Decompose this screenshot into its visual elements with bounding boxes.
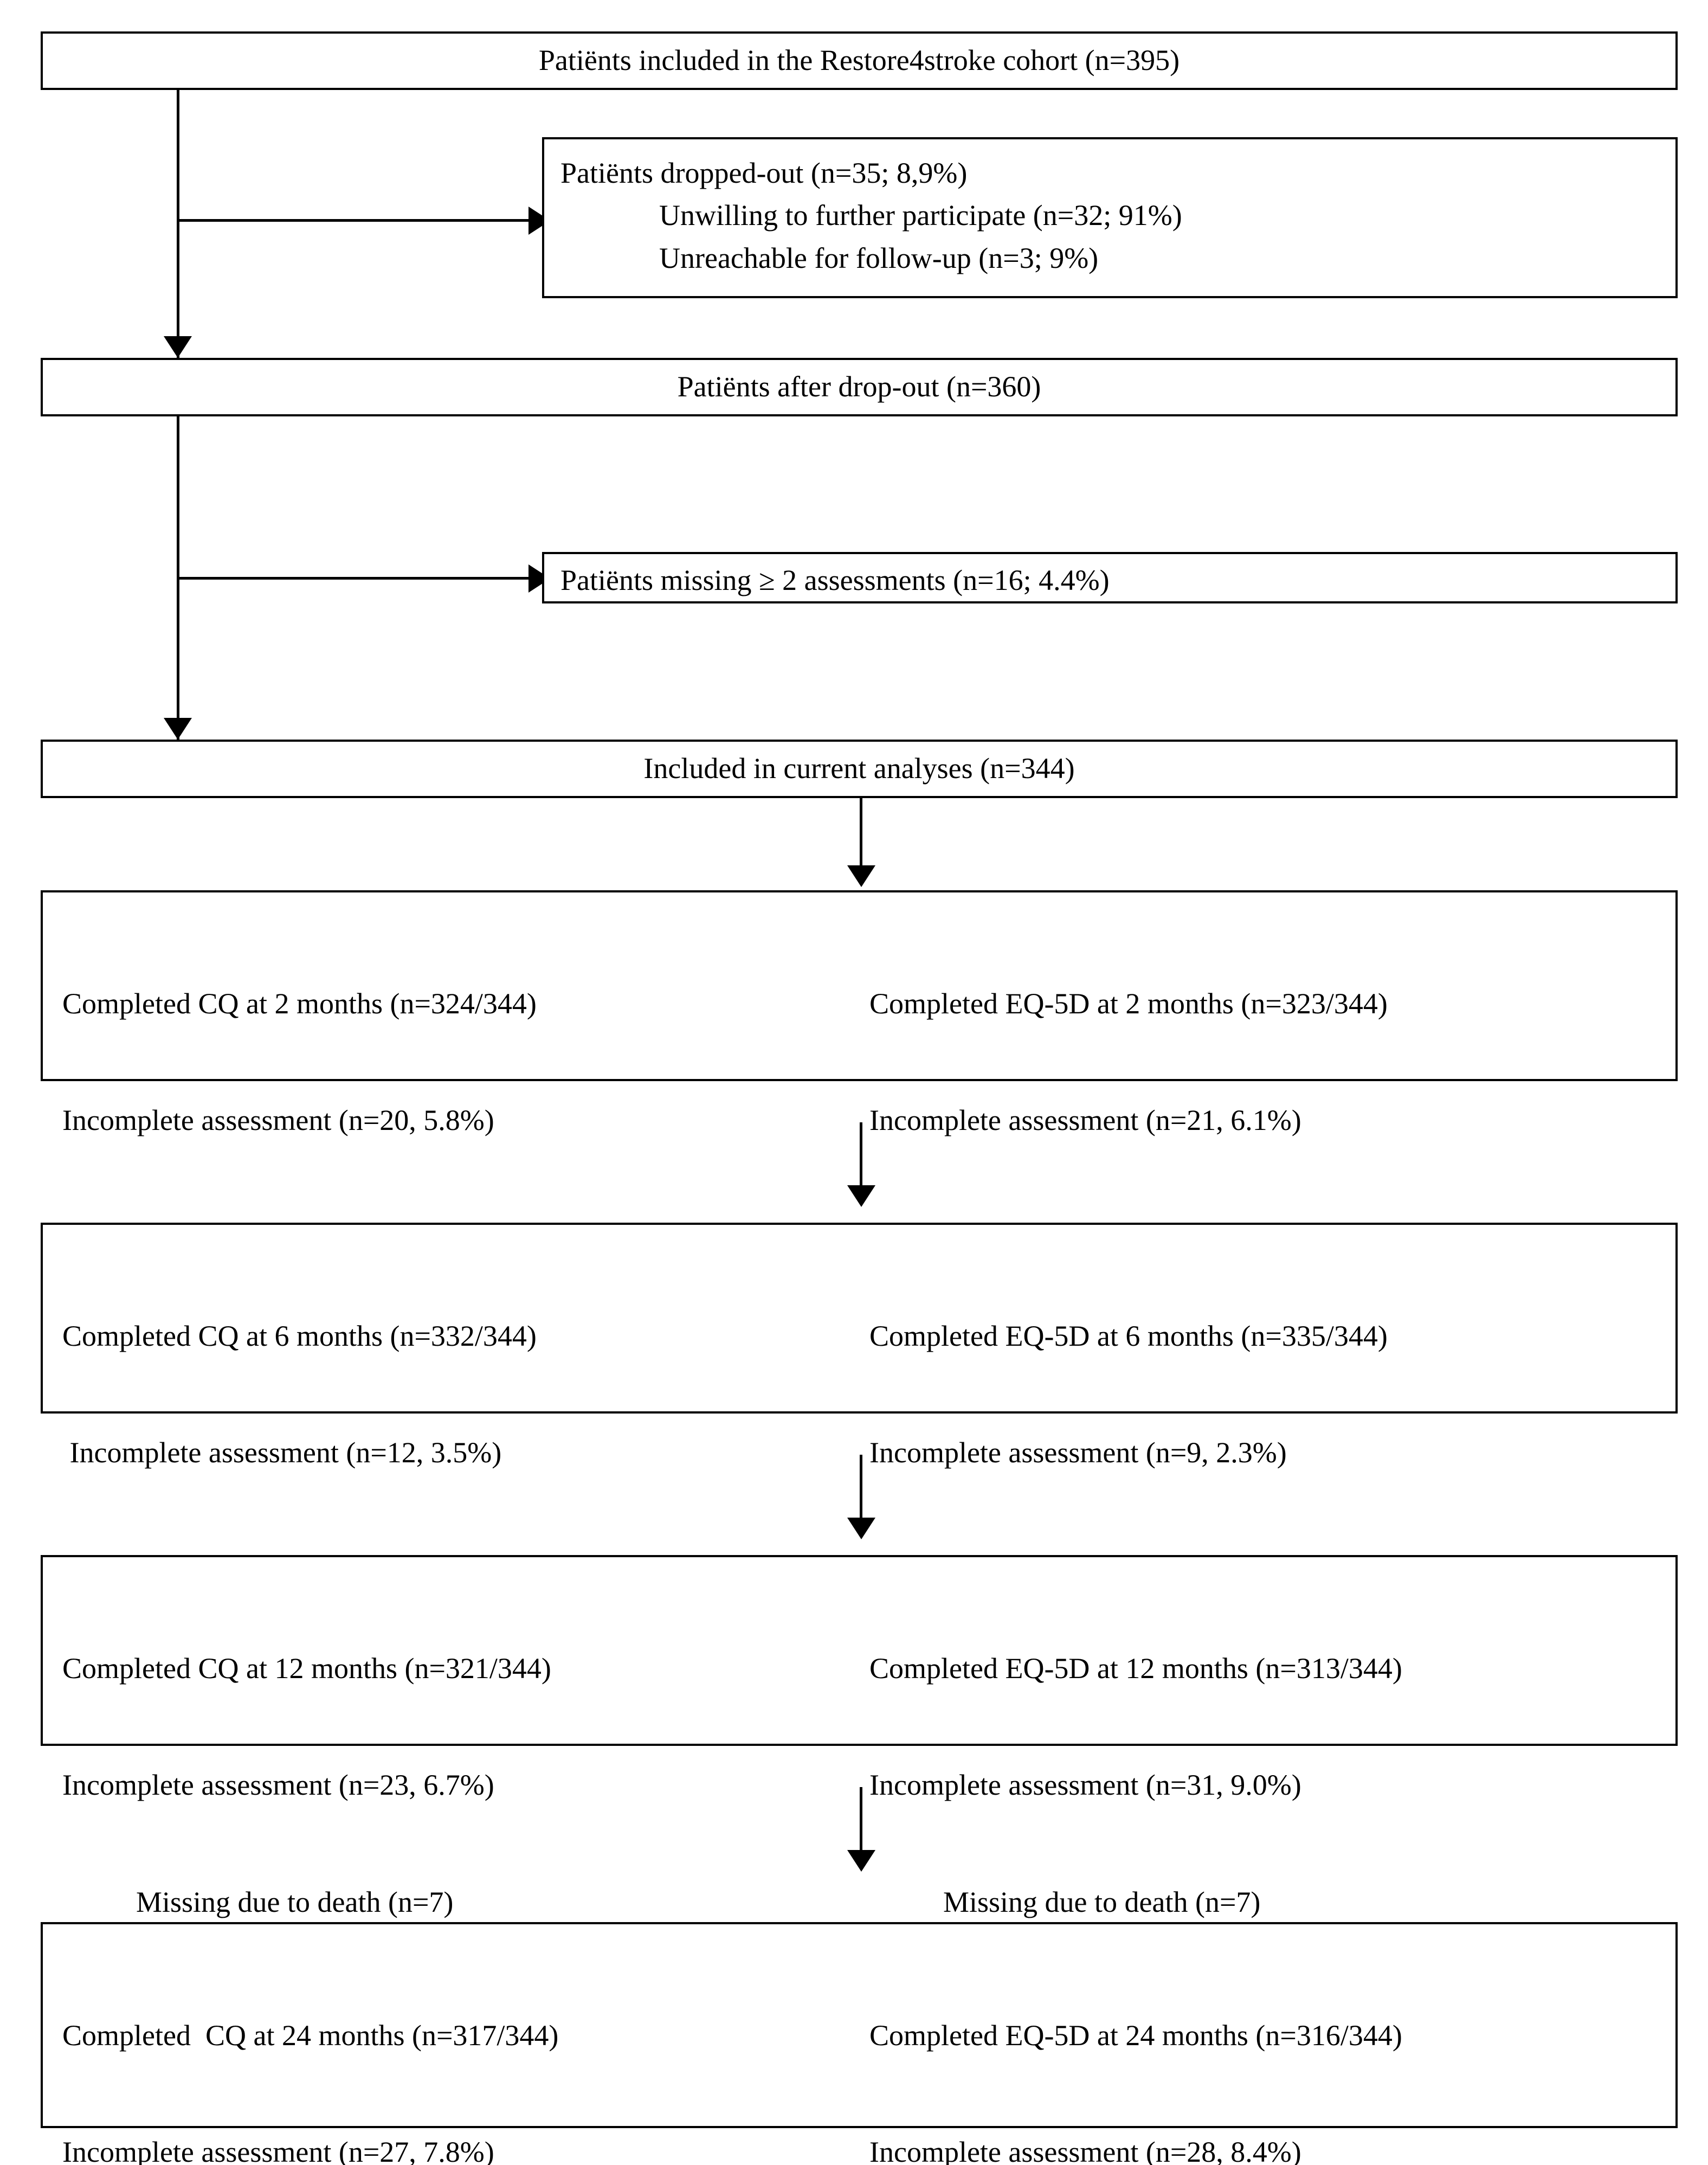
eq5d-2-incomplete: Incomplete assessment (n=21, 6.1%) [869,1104,1301,1137]
cq-2-completed: Completed CQ at 2 months (n=324/344) [62,987,537,1020]
assessment-col-cq-24-months: Completed CQ at 24 months (n=317/344) In… [43,1924,859,2165]
node-dropped-out-line2: Unwilling to further participate (n=32; … [659,199,1182,232]
connector-6-to-12-months [860,1455,862,1520]
connector-2-to-6-months [860,1122,862,1187]
arrowhead-to-6months [847,1185,875,1207]
eq5d-12-incomplete: Incomplete assessment (n=31, 9.0%) [869,1769,1301,1802]
cq-12-missing-death: Missing due to death (n=7) [136,1885,454,1918]
eq5d-24-completed: Completed EQ-5D at 24 months (n=316/344) [869,2019,1402,2052]
assessment-box-12-months: Completed CQ at 12 months (n=321/344) In… [41,1555,1678,2035]
node-dropped-out-line1: Patiënts dropped-out (n=35; 8,9%) [560,157,968,189]
arrowhead-to-24months [847,1850,875,1872]
node-included-analyses-label: Included in current analyses (n=344) [643,752,1075,785]
assessment-box-2-months: Completed CQ at 2 months (n=324/344) Inc… [41,890,1678,1370]
eq5d-2-completed: Completed EQ-5D at 2 months (n=323/344) [869,987,1388,1020]
eq5d-24-incomplete: Incomplete assessment (n=28, 8.4%) [869,2136,1301,2165]
node-dropped-out: Patiënts dropped-out (n=35; 8,9%) Unwill… [542,137,1678,298]
cq-12-completed: Completed CQ at 12 months (n=321/344) [62,1652,551,1685]
arrowhead-to-2months [847,865,875,887]
connector-cohort-stem [177,90,179,360]
node-missing-assessments-label: Patiënts missing ≥ 2 assessments (n=16; … [560,564,1110,596]
node-included-analyses: Included in current analyses (n=344) [41,740,1678,798]
assessment-box-6-months: Completed CQ at 6 months (n=332/344) Inc… [41,1223,1678,1703]
cq-2-incomplete: Incomplete assessment (n=20, 5.8%) [62,1104,494,1137]
connector-to-2months [860,798,862,869]
assessment-col-eq5d-24-months: Completed EQ-5D at 24 months (n=316/344)… [859,1924,1655,2165]
cq-24-incomplete: Incomplete assessment (n=27, 7.8%) [62,2136,494,2165]
cq-6-incomplete: Incomplete assessment (n=12, 3.5%) [62,1436,502,1469]
eq5d-6-incomplete: Incomplete assessment (n=9, 2.3%) [869,1436,1287,1469]
cq-6-completed: Completed CQ at 6 months (n=332/344) [62,1319,537,1352]
node-after-dropout: Patiënts after drop-out (n=360) [41,358,1678,416]
node-cohort-label: Patiënts included in the Restore4stroke … [538,44,1180,77]
connector-missing-branch [177,577,534,580]
eq5d-12-completed: Completed EQ-5D at 12 months (n=313/344) [869,1652,1402,1685]
eq5d-12-missing-death: Missing due to death (n=7) [943,1885,1261,1918]
node-dropped-out-line3: Unreachable for follow-up (n=3; 9%) [659,241,1099,274]
assessment-box-24-months: Completed CQ at 24 months (n=317/344) In… [41,1922,1678,2165]
node-after-dropout-label: Patiënts after drop-out (n=360) [677,370,1041,403]
arrowhead-included [164,718,192,740]
assessment-columns-24-months: Completed CQ at 24 months (n=317/344) In… [43,1924,1675,2165]
connector-dropout-branch [177,219,534,222]
node-missing-assessments: Patiënts missing ≥ 2 assessments (n=16; … [542,552,1678,603]
eq5d-6-completed: Completed EQ-5D at 6 months (n=335/344) [869,1319,1388,1352]
cq-12-incomplete: Incomplete assessment (n=23, 6.7%) [62,1769,494,1802]
connector-12-to-24-months [860,1787,862,1852]
cq-24-completed: Completed CQ at 24 months (n=317/344) [62,2019,559,2052]
node-cohort: Patiënts included in the Restore4stroke … [41,31,1678,90]
arrowhead-to-12months [847,1518,875,1539]
arrowhead-after-dropout [164,336,192,358]
